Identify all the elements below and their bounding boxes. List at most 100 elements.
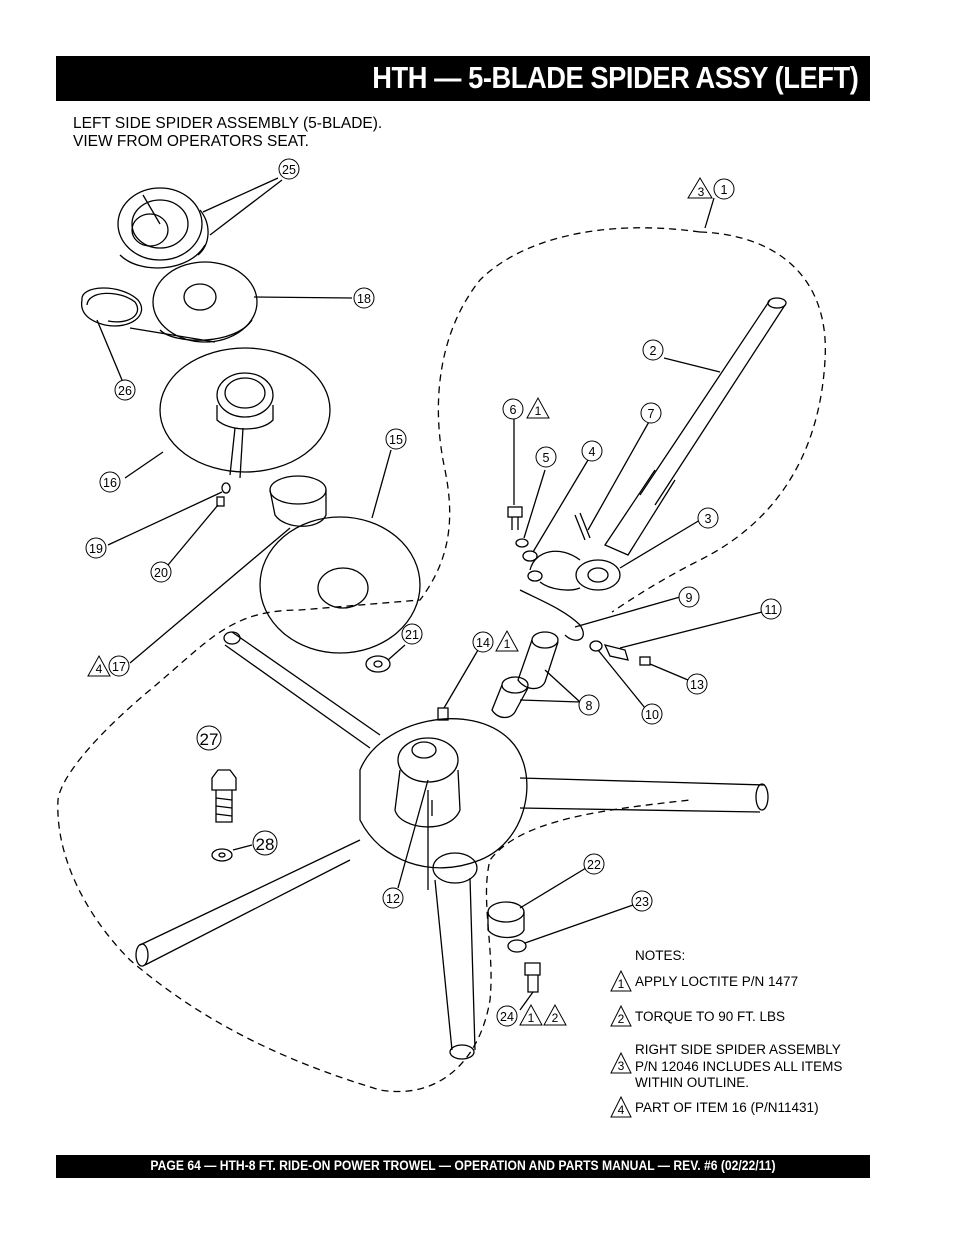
callout-text: 11	[765, 603, 778, 617]
diagram-caption: LEFT SIDE SPIDER ASSEMBLY (5-BLADE). VIE…	[73, 115, 382, 151]
callout-23: 23	[631, 890, 653, 912]
callout-3: 3	[697, 507, 719, 529]
note-triangle-4-item17: 4	[87, 654, 111, 677]
callout-text: 18	[357, 292, 371, 306]
part-17-bushing	[129, 475, 327, 664]
part-15-disc	[259, 449, 421, 654]
footer-bar: PAGE 64 — HTH-8 FT. RIDE-ON POWER TROWEL…	[56, 1155, 870, 1178]
callout-text: 1	[721, 183, 728, 197]
part-5-lockwasher	[515, 469, 546, 548]
part-11-fitting	[603, 611, 763, 661]
triangle-text: 4	[96, 662, 103, 676]
part-19-20-small	[107, 482, 231, 566]
note-3-text: RIGHT SIDE SPIDER ASSEMBLY P/N 12046 INC…	[635, 1042, 842, 1092]
triangle-text: 3	[698, 185, 705, 199]
spider-arm-right	[519, 777, 769, 813]
triangle-text: 1	[504, 637, 511, 651]
callout-28: 28	[252, 830, 278, 856]
note-4-triangle-icon: 4	[610, 1096, 632, 1118]
outline-item-1-dashed	[57, 227, 701, 1093]
page-title: HTH — 5-BLADE SPIDER ASSY (LEFT)	[371, 60, 859, 95]
part-14-nut	[437, 649, 479, 721]
callout-text: 3	[705, 512, 712, 526]
callout-text: 19	[89, 542, 103, 556]
spider-arm-upper-left	[223, 631, 381, 749]
callout-8: 8	[578, 694, 600, 716]
callout-22: 22	[583, 853, 605, 875]
spider-hub	[359, 718, 528, 890]
callout-text: 27	[200, 730, 219, 749]
note-triangle-1-item6: 1	[526, 396, 550, 419]
callout-text: 8	[586, 699, 593, 713]
caption-line-2: VIEW FROM OPERATORS SEAT.	[73, 133, 309, 150]
callout-text: 21	[405, 628, 419, 642]
callout-4: 4	[581, 440, 603, 462]
callout-text: 13	[690, 678, 704, 692]
triangle-text: 1	[528, 1011, 535, 1025]
callout-text: 12	[386, 892, 400, 906]
svg-text:2: 2	[618, 1012, 625, 1026]
part-7-pin	[574, 419, 651, 541]
callout-13: 13	[686, 673, 708, 695]
callout-text: 2	[650, 344, 657, 358]
note-1-text: APPLY LOCTITE P/N 1477	[635, 974, 799, 989]
callout-text: 28	[256, 835, 275, 854]
part-6-bolt	[507, 418, 523, 530]
callout-text: 9	[686, 591, 693, 605]
callout-text: 10	[645, 708, 659, 722]
part-3-socket	[527, 519, 701, 591]
part-26-ring	[80, 287, 216, 381]
part-13-cap	[639, 656, 689, 681]
part-28-washer	[211, 844, 253, 862]
callout-10: 10	[641, 703, 663, 725]
callout-18: 18	[353, 287, 375, 309]
callout-text: 7	[648, 407, 655, 421]
caption-line-1: LEFT SIDE SPIDER ASSEMBLY (5-BLADE).	[73, 115, 383, 132]
svg-text:4: 4	[618, 1103, 625, 1117]
part-24-bolt	[519, 962, 541, 1011]
callout-text: 23	[635, 895, 649, 909]
callout-6: 6	[502, 398, 524, 420]
callout-text: 25	[282, 163, 296, 177]
note-triangle-2-item24: 2	[543, 1003, 567, 1026]
callout-26: 26	[114, 379, 136, 401]
notes-heading: NOTES:	[635, 948, 686, 963]
callout-11: 11	[760, 598, 782, 620]
callout-text: 15	[389, 433, 403, 447]
note-2-triangle-icon: 2	[610, 1005, 632, 1027]
svg-text:1: 1	[618, 977, 625, 991]
triangle-text: 2	[552, 1011, 559, 1025]
callout-17: 17	[108, 655, 130, 677]
part-22-nut	[487, 867, 587, 939]
note-triangle-3-item1: 3	[687, 177, 713, 199]
callout-20: 20	[150, 561, 172, 583]
part-4-washer	[522, 459, 589, 562]
callout-text: 4	[589, 445, 596, 459]
svg-text:3: 3	[618, 1059, 625, 1073]
callout-text: 6	[510, 403, 517, 417]
note-3-line-3: WITHIN OUTLINE.	[635, 1075, 749, 1090]
callout-7: 7	[640, 402, 662, 424]
part-16-pan	[124, 347, 331, 479]
callout-text: 26	[118, 384, 132, 398]
part-23-washer	[507, 904, 634, 953]
part-9-spring	[519, 589, 681, 641]
callout-text: 24	[500, 1010, 514, 1024]
callout-text: 5	[543, 451, 550, 465]
callout-1: 1	[713, 178, 735, 200]
note-4-text: PART OF ITEM 16 (P/N11431)	[635, 1100, 819, 1115]
part-10-washer	[589, 640, 646, 709]
note-1-triangle-icon: 1	[610, 970, 632, 992]
callout-12: 12	[382, 887, 404, 909]
note-3-line-2: P/N 12046 INCLUDES ALL ITEMS	[635, 1058, 843, 1074]
callout-25: 25	[278, 158, 300, 180]
footer-text: PAGE 64 — HTH-8 FT. RIDE-ON POWER TROWEL…	[150, 1158, 776, 1173]
callout-9: 9	[678, 586, 700, 608]
note-triangle-1-item14: 1	[495, 629, 519, 652]
triangle-text: 1	[535, 404, 542, 418]
callout-24: 24	[496, 1005, 518, 1027]
callout-text: 16	[103, 476, 117, 490]
note-3-triangle-icon: 3	[610, 1052, 632, 1074]
callout-14: 14	[472, 631, 494, 653]
